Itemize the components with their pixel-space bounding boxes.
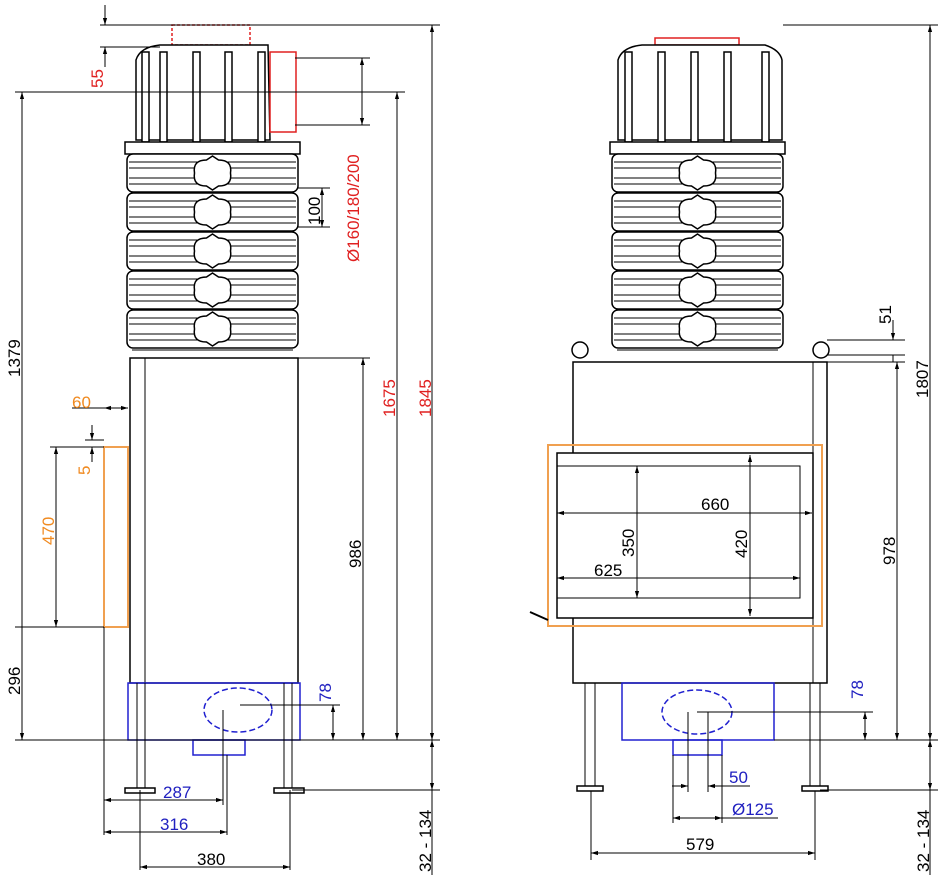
cap-rib [690,51,699,143]
cap-rib [761,51,770,143]
cap-rib [723,51,732,143]
dim-height-978: 978 [880,537,899,565]
dim-glass-height-350: 350 [619,529,638,557]
ring-handle-cutout [678,272,717,308]
air-inlet-pipe [192,739,246,756]
dim-width-287: 287 [163,783,191,802]
dim-air-inlet-height: 78 [848,680,867,699]
air-inlet-opening [203,687,273,733]
cap-collar [124,141,301,155]
dim-height-1807: 1807 [913,360,932,398]
ring-handle-cutout [193,272,232,308]
accumulator-rings [609,141,786,351]
dim-top-gap: 55 [88,69,107,88]
dim-height-1675: 1675 [380,379,399,417]
door-profile [103,446,129,628]
dim-body-height: 986 [346,540,365,568]
cap-rib [657,51,666,143]
ring-handle-cutout [678,194,717,230]
cap-rib [224,51,233,143]
dim-air-inlet-height: 78 [316,683,335,702]
ring-handle-cutout [193,194,232,230]
glass-frame [556,452,814,619]
dim-air-diameter: Ø125 [732,800,774,819]
dim-flue-diameter: Ø160/180/200 [344,154,363,262]
glass-pane [556,465,801,599]
cap-rib [141,51,150,143]
dim-height-1379: 1379 [5,339,24,377]
cap-collar [609,141,786,155]
cap-rib [624,51,633,143]
dim-door-base: 296 [5,667,24,695]
ring-handle-cutout [193,155,232,191]
firebox-body [129,357,299,684]
dim-glass-width-625: 625 [594,561,622,580]
ring-handle-cutout [193,233,232,269]
dim-glass-width-660: 660 [701,495,729,514]
cap-rib [257,51,266,143]
ring-handle-cutout [678,233,717,269]
dim-legs: 32 - 134 [914,810,933,872]
accumulator-cap [617,44,783,141]
cap-rib [159,51,168,143]
dim-ring-height: 100 [305,197,324,225]
ring-handle-cutout [678,311,717,347]
dim-glass-height-420: 420 [732,530,751,558]
dim-door-gap: 5 [75,466,94,475]
air-inlet-box [127,682,301,741]
door-frame [547,444,823,627]
flue-outlet-top [171,24,251,46]
dim-door-height: 470 [39,517,58,545]
dim-legs: 32 - 134 [416,810,435,872]
cap-rib [192,51,201,143]
side-view: 55 Ø160/180/200 100 1379 1675 1845 986 6… [5,5,440,875]
lifting-eye [812,341,830,359]
ring-handle-cutout [678,155,717,191]
accumulator-rings [124,141,301,351]
door-handle[interactable] [529,611,549,621]
dim-height-1845: 1845 [416,379,435,417]
lifting-eye [571,341,589,359]
dim-width-316: 316 [160,815,188,834]
dim-door-offset: 60 [72,393,91,412]
air-inlet-pipe [672,739,723,756]
dim-offset-50: 50 [729,768,748,787]
dim-legs-width: 579 [686,835,714,854]
front-view: 660 625 350 420 51 1807 978 78 50 Ø125 5… [529,24,938,875]
ring-handle-cutout [193,311,232,347]
flue-outlet-top [654,37,740,46]
dim-width-380: 380 [197,850,225,869]
dim-top-51: 51 [876,305,895,324]
